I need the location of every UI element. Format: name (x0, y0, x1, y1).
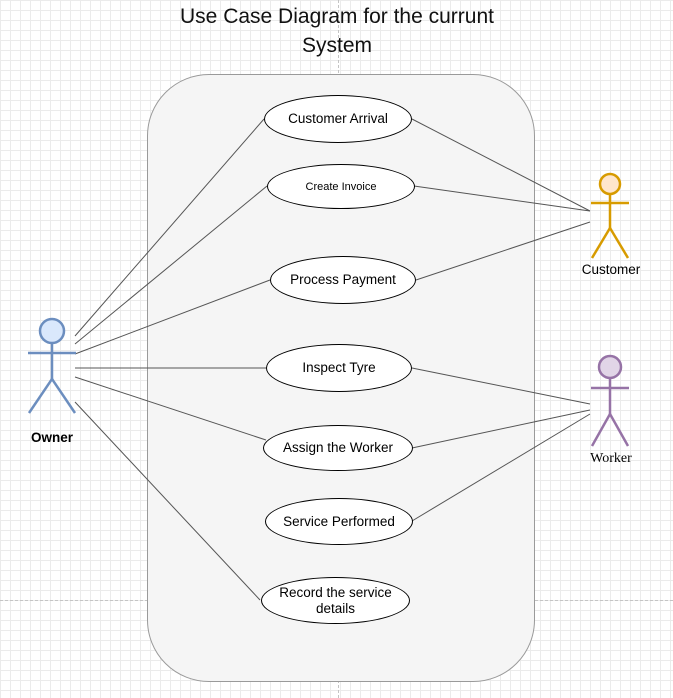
customer-label: Customer (581, 262, 641, 277)
diagram-title: Use Case Diagram for the currunt System (180, 5, 494, 57)
association-owner-process-payment (74, 279, 271, 355)
owner-label: Owner (30, 430, 73, 445)
worker-label: Worker (590, 451, 632, 466)
association-worker-assign-worker (411, 409, 591, 449)
association-worker-inspect-tyre (411, 367, 591, 405)
association-worker-service-performed (411, 413, 591, 522)
owner-actor-icon[interactable] (25, 317, 79, 417)
association-owner-assign-worker (74, 376, 267, 441)
association-owner-create-invoice (74, 185, 268, 345)
usecase-inspect-tyre[interactable]: Inspect Tyre (266, 344, 412, 392)
usecase-service-performed[interactable]: Service Performed (265, 498, 413, 545)
worker-actor-icon[interactable] (588, 354, 634, 448)
association-customer-create-invoice (413, 185, 591, 212)
usecase-process-payment[interactable]: Process Payment (270, 256, 416, 304)
association-owner-record-service (74, 401, 261, 601)
association-owner-customer-arrival (74, 118, 265, 337)
association-customer-process-payment (415, 221, 591, 281)
usecase-record-service-details[interactable]: Record the service details (261, 577, 410, 624)
association-customer-customer-arrival (411, 118, 591, 212)
customer-actor-icon[interactable] (588, 172, 634, 260)
usecase-assign-worker[interactable]: Assign the Worker (263, 425, 413, 471)
usecase-customer-arrival[interactable]: Customer Arrival (264, 95, 412, 143)
usecase-create-invoice[interactable]: Create Invoice (267, 164, 415, 209)
